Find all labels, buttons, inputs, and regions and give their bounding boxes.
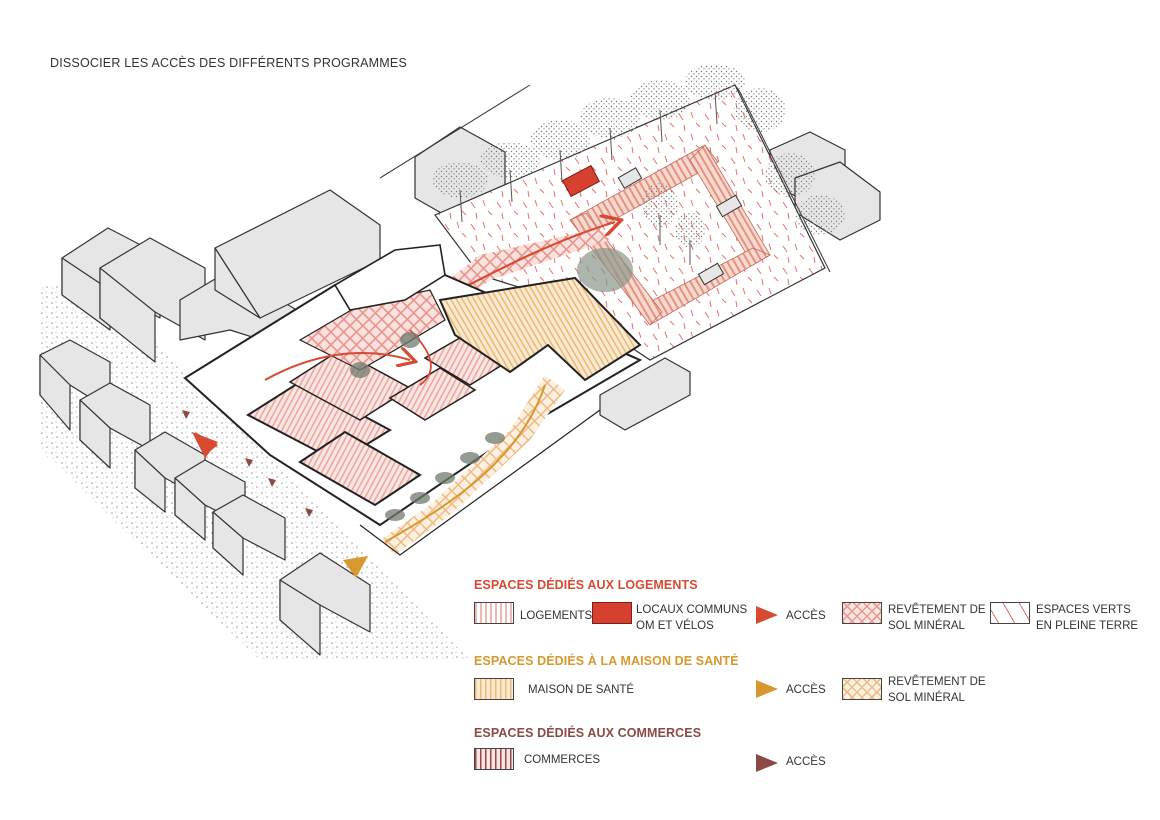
commerces-access-icon (756, 754, 778, 772)
logements-roof-2 (298, 430, 422, 507)
label-locaux-communs-2: OM ET VÉLOS (636, 620, 714, 632)
swatch-commerces (474, 748, 514, 770)
entrance-block (333, 244, 446, 311)
sante-access-arrow (384, 384, 546, 543)
garden-benches (617, 167, 743, 286)
legend-heading-sante: ESPACES DÉDIÉS À LA MAISON DE SANTÉ (474, 654, 739, 668)
street (40, 285, 470, 660)
label-locaux-communs-1: LOCAUX COMMUNS (636, 604, 748, 616)
swatch-locaux-communs (592, 602, 632, 624)
label-revetement-sante-1: REVÊTEMENT DE (888, 676, 986, 688)
garden-shed-red (561, 164, 601, 198)
label-maison-de-sante: MAISON DE SANTÉ (528, 684, 635, 696)
swatch-revetement-sante (842, 678, 882, 700)
label-revetement-logements-2: SOL MINÉRAL (888, 620, 965, 632)
swatch-espaces-verts (990, 602, 1030, 624)
sante-access-path (380, 375, 565, 555)
label-sante-acces: ACCÈS (786, 684, 826, 696)
logements-roof-4 (388, 367, 477, 421)
swatch-logements (474, 602, 514, 624)
shrubs (350, 332, 505, 521)
label-revetement-logements-1: REVÊTEMENT DE (888, 604, 986, 616)
label-commerces: COMMERCES (524, 754, 601, 766)
label-logements-acces: ACCÈS (786, 610, 826, 622)
label-commerces-acces: ACCÈS (786, 756, 826, 768)
sante-access-icon (756, 680, 778, 698)
sante-access-triangle (343, 556, 368, 578)
label-logements: LOGEMENTS (520, 610, 593, 622)
legend-heading-commerces: ESPACES DÉDIÉS AUX COMMERCES (474, 726, 702, 740)
site-boundary (379, 84, 531, 179)
tree-trunks (459, 91, 718, 265)
page-title: DISSOCIER LES ACCÈS DES DIFFÉRENTS PROGR… (50, 56, 407, 70)
green-tree (577, 248, 633, 292)
garden-trees (432, 64, 845, 248)
swatch-maison-de-sante (474, 678, 514, 700)
swatch-revetement-logements (842, 602, 882, 624)
maison-de-sante-roof (438, 276, 642, 382)
legend: ESPACES DÉDIÉS AUX LOGEMENTS LOGEMENTS L… (474, 578, 1154, 808)
label-espaces-verts-1: ESPACES VERTS (1036, 604, 1131, 616)
neighbour-buildings-bottom (39, 339, 371, 656)
label-espaces-verts-2: EN PLEINE TERRE (1036, 620, 1139, 632)
commerces-access-triangles (182, 410, 313, 517)
label-revetement-sante-2: SOL MINÉRAL (888, 692, 965, 704)
legend-heading-logements: ESPACES DÉDIÉS AUX LOGEMENTS (474, 578, 698, 592)
logements-access-icon (756, 606, 778, 624)
